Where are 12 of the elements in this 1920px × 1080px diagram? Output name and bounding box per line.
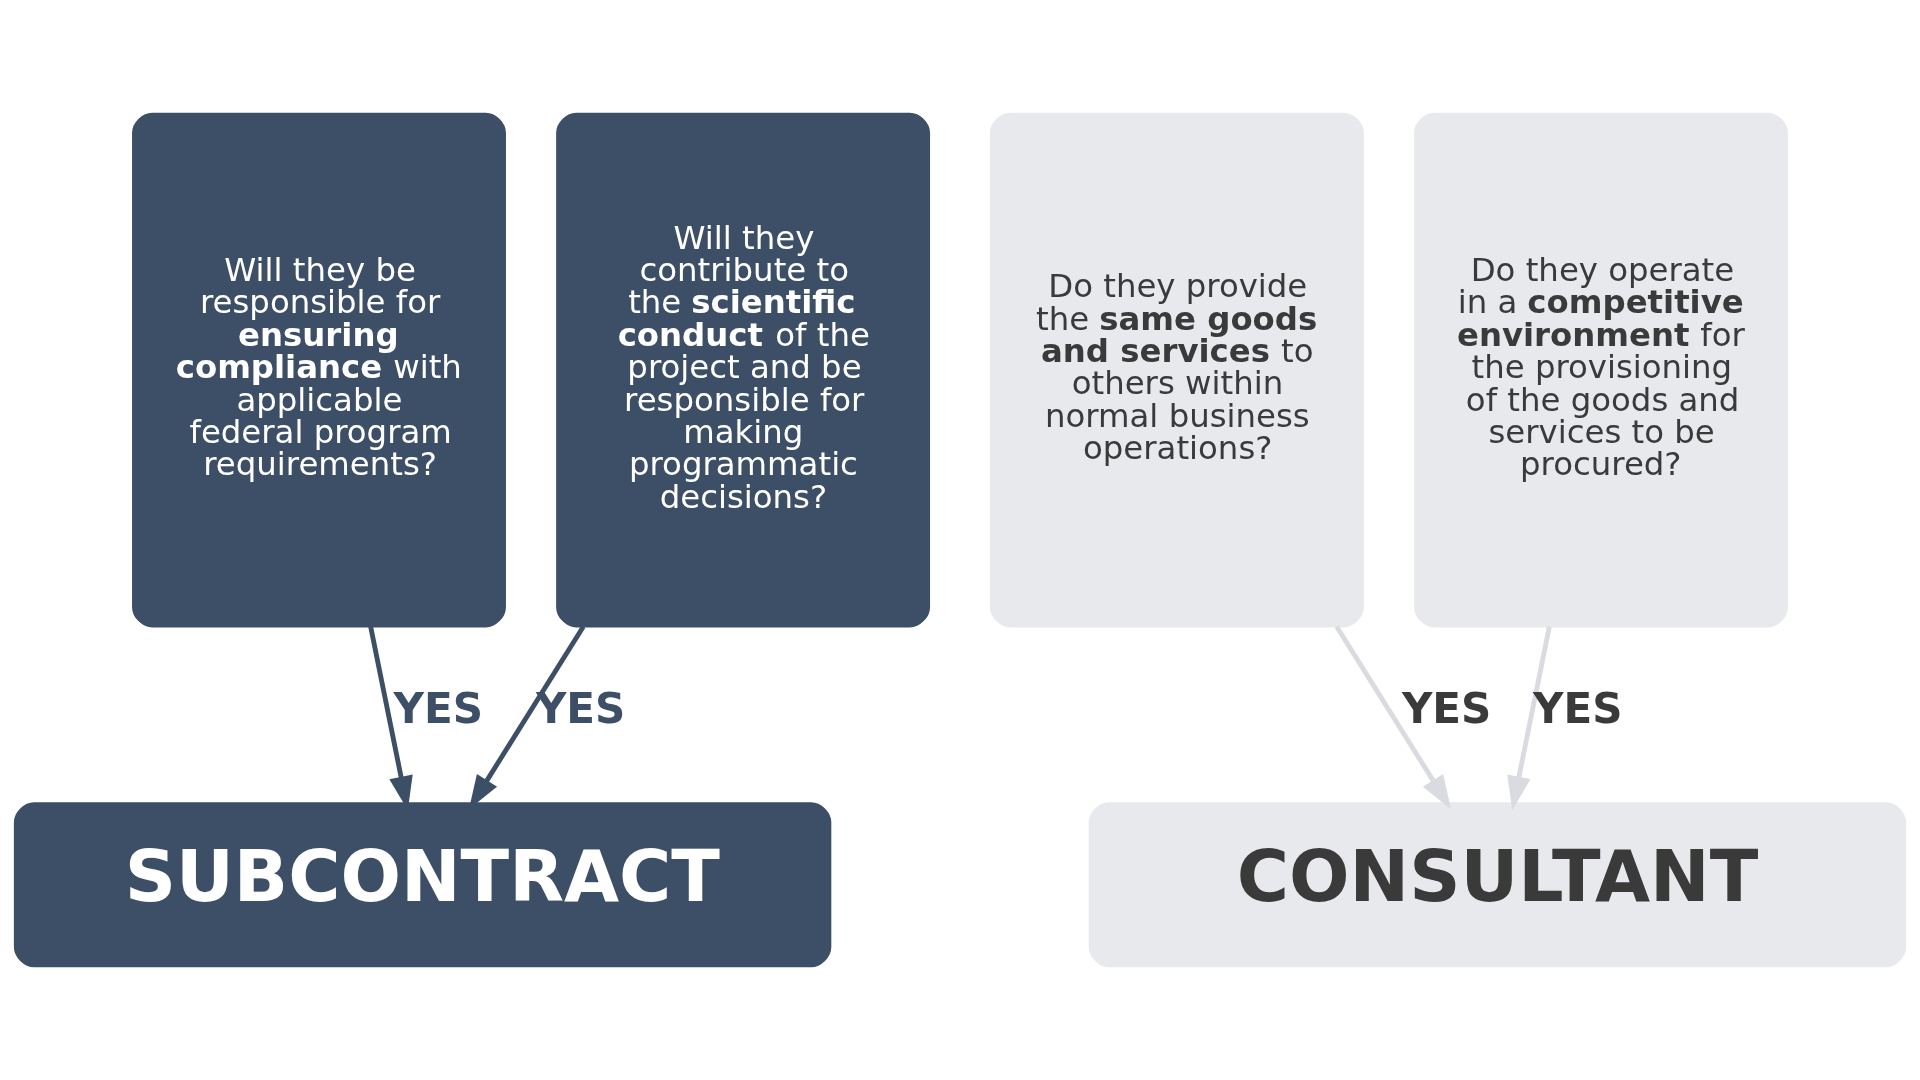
edge-label: YES — [1401, 684, 1492, 734]
node-box: Will they be responsible for ensuring compliance with applicable federal program requirements? — [132, 112, 506, 628]
arrow — [1334, 625, 1452, 810]
node-box: Do they provide the same goods and services to others within normal business operations? — [989, 112, 1364, 628]
node-box: Do they operate in a competitive environment for the provisioning of the goods and services to be procured? — [1414, 112, 1788, 628]
node-box: CONSULTANT — [1088, 802, 1907, 968]
edge-label: YES — [1533, 684, 1623, 734]
edge-label: YES — [393, 684, 483, 734]
arrow — [1507, 626, 1552, 811]
node-box: Will they contribute to the scientific conduct of the project and be responsible for making programmatic decisions? — [556, 112, 931, 628]
node-box: SUBCONTRACT — [13, 802, 832, 968]
edge-label: YES — [535, 684, 626, 734]
